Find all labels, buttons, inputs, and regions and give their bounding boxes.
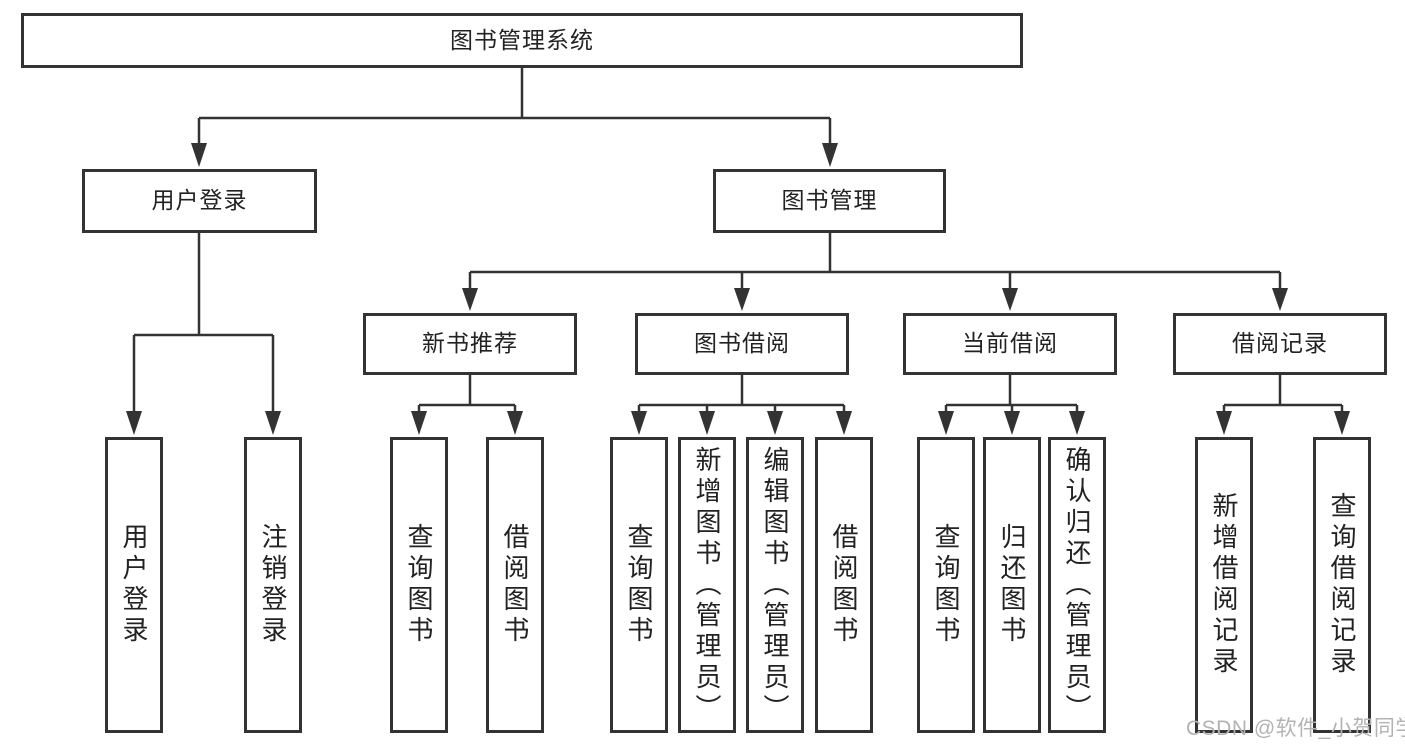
node-label: 新增借阅记录 <box>1209 492 1239 678</box>
node-label: 查询图书 <box>404 523 434 647</box>
node-label: 新增图书（管理员） <box>692 446 722 725</box>
node-book-borrow: 图书借阅 <box>635 313 849 375</box>
node-label: 用户登录 <box>151 187 248 214</box>
leaf-borrow-books-recommend: 借阅图书 <box>486 437 544 733</box>
leaf-user-login: 用户登录 <box>105 437 163 733</box>
node-label: 当前借阅 <box>962 330 1058 357</box>
node-new-book-recommend: 新书推荐 <box>363 313 577 375</box>
node-label: 查询图书 <box>624 523 654 647</box>
leaf-query-books-current: 查询图书 <box>917 437 975 733</box>
node-label: 图书借阅 <box>694 330 790 357</box>
leaf-return-books: 归还图书 <box>983 437 1041 733</box>
leaf-query-books-borrow: 查询图书 <box>610 437 668 733</box>
node-label: 确认归还（管理员） <box>1062 446 1092 725</box>
leaf-query-borrow-record: 查询借阅记录 <box>1313 437 1371 733</box>
node-current-borrow: 当前借阅 <box>903 313 1117 375</box>
node-label: 查询借阅记录 <box>1327 492 1357 678</box>
leaf-edit-books-admin: 编辑图书（管理员） <box>746 437 804 733</box>
node-label: 用户登录 <box>119 523 149 647</box>
node-label: 借阅图书 <box>829 523 859 647</box>
node-label: 归还图书 <box>997 523 1027 647</box>
arrowhead-icons <box>126 143 1350 435</box>
leaf-add-borrow-record: 新增借阅记录 <box>1195 437 1253 733</box>
node-label: 借阅图书 <box>500 523 530 647</box>
node-user-login: 用户登录 <box>82 169 317 233</box>
leaf-logout: 注销登录 <box>244 437 302 733</box>
node-label: 注销登录 <box>258 523 288 647</box>
node-borrow-records: 借阅记录 <box>1173 313 1387 375</box>
node-label: 编辑图书（管理员） <box>760 446 790 725</box>
leaf-confirm-return-admin: 确认归还（管理员） <box>1048 437 1106 733</box>
node-label: 图书管理系统 <box>450 26 594 53</box>
node-label: 查询图书 <box>931 523 961 647</box>
node-label: 新书推荐 <box>422 330 518 357</box>
csdn-watermark: CSDN @软件_小贺同学 <box>1186 717 1405 740</box>
leaf-borrow-books: 借阅图书 <box>815 437 873 733</box>
node-label: 图书管理 <box>781 187 878 214</box>
node-book-management: 图书管理 <box>713 169 946 233</box>
leaf-add-books-admin: 新增图书（管理员） <box>678 437 736 733</box>
node-library-management-system: 图书管理系统 <box>21 13 1023 68</box>
leaf-query-books-recommend: 查询图书 <box>390 437 448 733</box>
node-label: 借阅记录 <box>1232 330 1328 357</box>
